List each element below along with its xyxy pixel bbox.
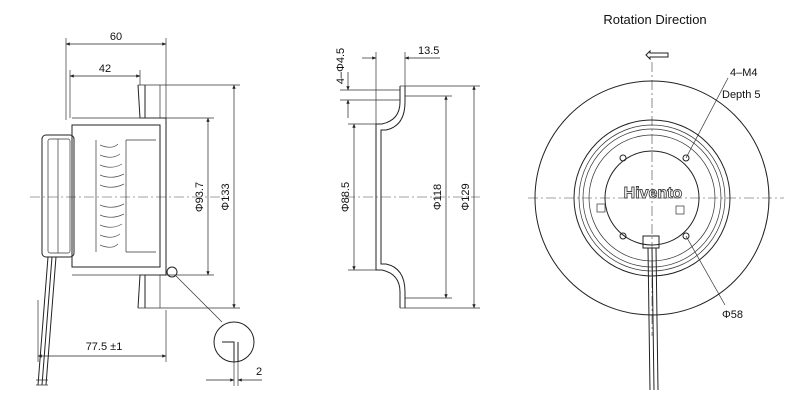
dim-width-60: 60	[110, 31, 122, 43]
screw-depth-label: Depth 5	[722, 89, 761, 101]
screw-hole	[682, 232, 690, 240]
hub-diameter-label: Φ58	[722, 309, 743, 321]
ring-profile-inner	[380, 86, 406, 308]
section-view: 13.5 4–Φ4.5 Φ88.5 Φ118 Φ129	[335, 45, 480, 309]
dim-gap-2: 2	[256, 366, 262, 378]
impeller-blades	[95, 139, 156, 253]
screw-spec-label: 4–M4	[730, 67, 758, 79]
front-view: Rotation Direction Hivento 4–M4 Depth 5	[528, 12, 784, 391]
side-view: 60 42 Φ93.7 Φ133 77.5 ±1 2	[30, 31, 262, 386]
detail-marker	[166, 266, 178, 278]
cable-exit	[642, 235, 660, 249]
dim-height-13-5: 13.5	[418, 45, 439, 57]
dim-depth-42: 42	[99, 63, 111, 75]
cables	[36, 256, 57, 386]
ring-profile	[375, 86, 401, 308]
dim-holes-4-5: 4–Φ4.5	[335, 48, 347, 84]
screw-hole	[619, 232, 627, 240]
screw-hole	[619, 154, 627, 162]
dim-diameter-133: Φ133	[220, 183, 232, 210]
impeller-body	[71, 124, 161, 268]
dim-cable-77-5: 77.5 ±1	[86, 341, 123, 353]
dim-outer-129: Φ129	[460, 183, 472, 210]
motor-hub	[41, 134, 75, 258]
dim-diameter-93-7: Φ93.7	[194, 182, 206, 212]
rotation-direction-title: Rotation Direction	[603, 12, 706, 27]
brand-logo: Hivento	[624, 185, 683, 202]
dim-bore-88-5: Φ88.5	[340, 182, 352, 212]
dim-ring-118: Φ118	[432, 184, 444, 210]
rotation-arrow-icon	[645, 49, 669, 61]
screw-hole	[682, 154, 690, 162]
outer-ring	[534, 80, 770, 316]
flange-profile	[137, 84, 167, 309]
hub-circle	[604, 150, 700, 246]
